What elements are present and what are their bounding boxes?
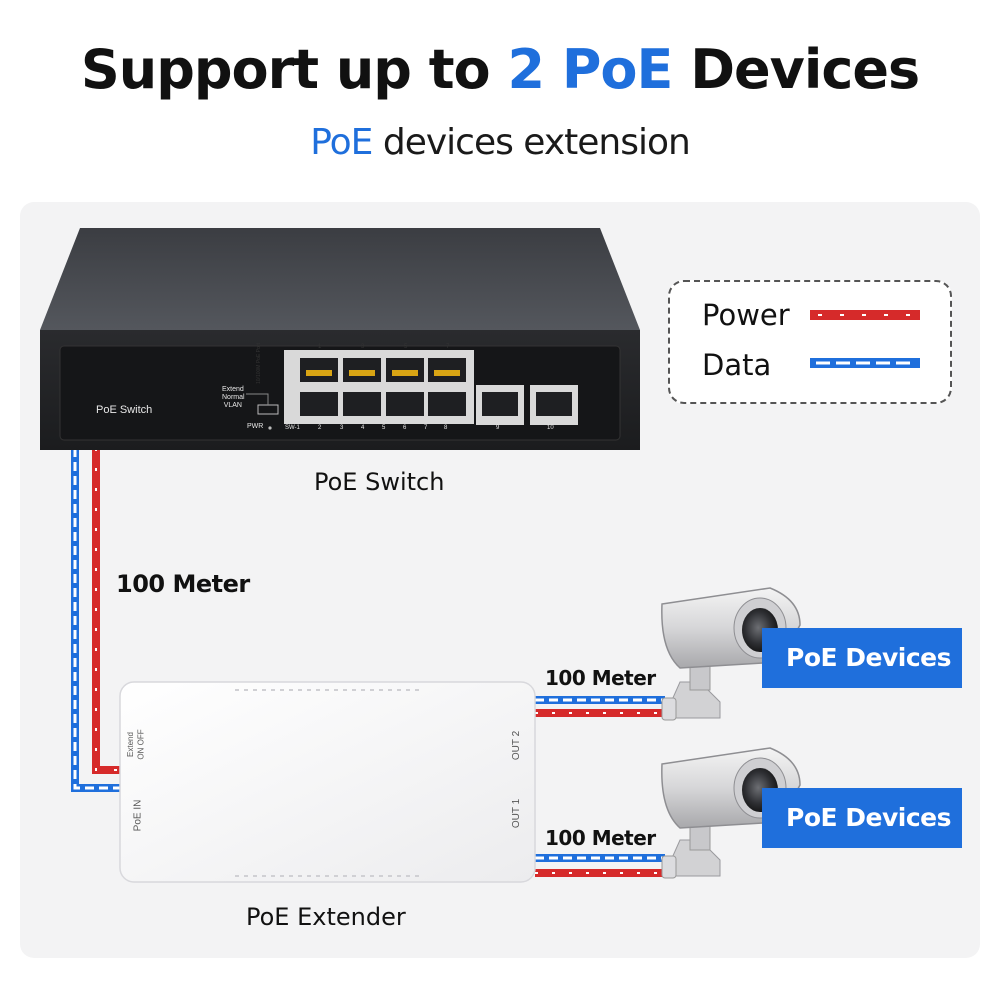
port-number-7b: 7 [424, 425, 428, 431]
port-number-5b: 5 [382, 425, 386, 431]
subtitle-accent: PoE [310, 122, 373, 163]
poe-device-badge-bottom: PoE Devices [762, 788, 962, 848]
poe-switch [40, 228, 640, 450]
port-number-3b: 3 [340, 425, 344, 431]
mode-extend: Extend [222, 386, 244, 393]
out1-label: OUT 1 [511, 798, 523, 829]
out2-cable [535, 696, 665, 717]
uplink-distance-label: 100 Meter [116, 570, 250, 598]
pwr-label: PWR [247, 423, 264, 430]
switch-label: PoE Switch [314, 468, 445, 496]
port-number-2: 2 [318, 425, 322, 431]
legend-swatches [810, 310, 920, 368]
port-number-10: 10 [547, 425, 554, 431]
legend-data-label: Data [702, 348, 772, 382]
out1-cable [535, 854, 665, 877]
port-in-label: PoE IN [132, 799, 144, 832]
page-subtitle: PoE devices extension [0, 122, 1000, 163]
switch-face-label: PoE Switch [96, 404, 153, 416]
page-title: Support up to 2 PoE Devices [0, 38, 1000, 101]
switch-mode-labels: Extend Normal VLAN [222, 386, 245, 410]
out1-distance-label: 100 Meter [545, 826, 656, 850]
port-number-1: 1 [318, 344, 322, 350]
port-number-4: 4 [361, 425, 365, 431]
poe-extender [119, 681, 536, 883]
port-number-8: 8 [444, 425, 448, 431]
out2-distance-label: 100 Meter [545, 666, 656, 690]
port-number-9: 9 [496, 425, 500, 431]
uplink-ports [476, 385, 578, 425]
mode-normal: Normal [222, 394, 245, 401]
extender-label: PoE Extender [246, 903, 406, 931]
out2-label: OUT 2 [511, 730, 523, 761]
extend-switch-label: Extend [125, 732, 135, 757]
port-number-sw1: SW-1 [285, 425, 300, 431]
title-accent: 2 PoE [507, 38, 673, 101]
poe-device-badge-top: PoE Devices [762, 628, 962, 688]
extend-switch-states: ON OFF [136, 729, 146, 760]
switch-vertical-text: 10/100M PoE Port [256, 343, 262, 384]
title-post: Devices [672, 38, 920, 101]
legend: Power Data [668, 280, 952, 404]
port-number-6: 6 [403, 425, 407, 431]
uplink-cable [71, 448, 122, 792]
port-number-5: 5 [404, 344, 408, 350]
port-number-3: 3 [361, 344, 365, 350]
switch-ports [300, 358, 466, 416]
title-pre: Support up to [80, 38, 508, 101]
subtitle-rest: devices extension [372, 122, 691, 163]
port-number-7: 7 [446, 344, 450, 350]
mode-vlan: VLAN [223, 402, 242, 409]
legend-power-label: Power [702, 298, 790, 332]
